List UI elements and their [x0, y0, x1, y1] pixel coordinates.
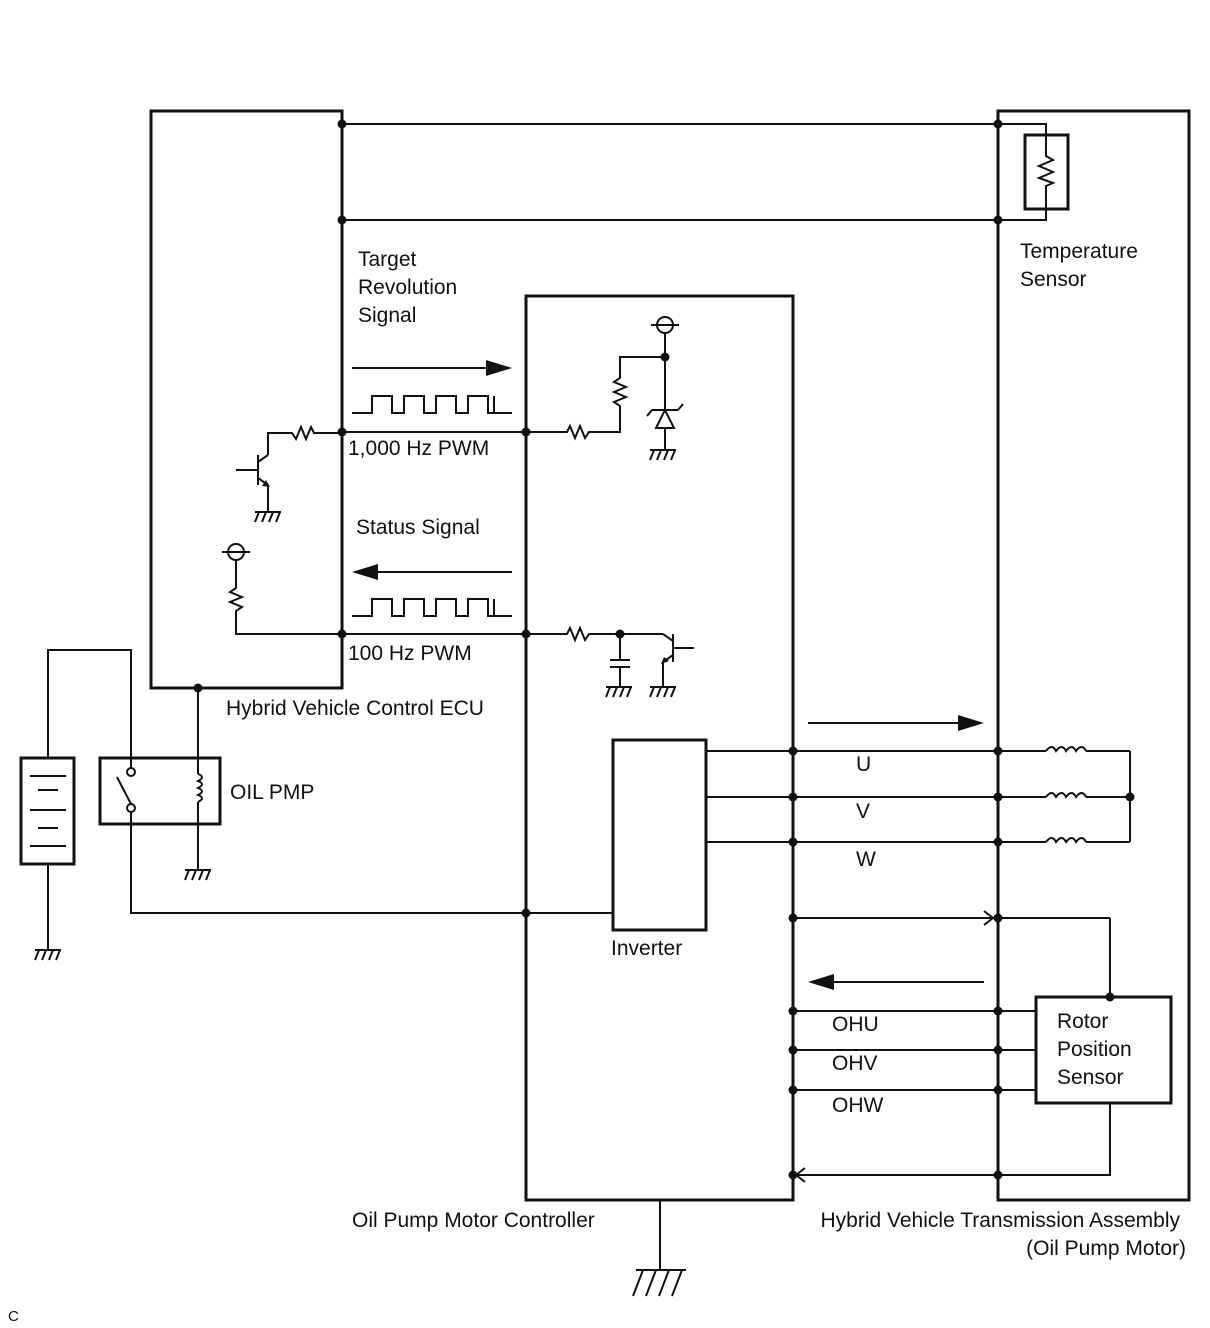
hall-ohv-label: OHV: [832, 1052, 878, 1075]
target-signal-line: [342, 316, 684, 461]
pwm-1000-label: 1,000 Hz PWM: [348, 437, 489, 460]
status-signal-label: Status Signal: [356, 516, 480, 539]
junction-dots: [193, 119, 1135, 1180]
ground-icon: [34, 949, 61, 961]
hall-ohu-label: OHU: [832, 1013, 879, 1036]
ground-icon: [254, 511, 281, 523]
ground-icon: [184, 869, 211, 881]
phase-u-label: U: [856, 753, 871, 776]
motor-winding-w-icon: [1045, 837, 1087, 844]
oil-pmp-relay-box: [98, 756, 222, 826]
corner-code: C: [8, 1308, 19, 1325]
controller-output-transistor: [661, 633, 694, 687]
temperature-sensor-label-line2: Sensor: [1020, 268, 1087, 291]
ecu-input-pullup: [222, 543, 342, 635]
temperature-sensor-label-line1: Temperature: [1020, 240, 1138, 263]
ground-icon: [605, 686, 632, 698]
ground-icon: [632, 1269, 686, 1297]
controller-resistor-1-icon: [563, 423, 593, 441]
inverter-label: Inverter: [611, 937, 682, 960]
relay-output-wire: [130, 812, 613, 914]
pwm-100-waveform-icon: [352, 598, 512, 617]
target-signal-arrow-icon: [352, 360, 512, 376]
motor-phase-wires: [706, 746, 1131, 844]
battery-icon: [30, 775, 66, 847]
temperature-sensor-wires: [342, 123, 1056, 221]
pwm-1000-waveform-icon: [352, 395, 512, 414]
target-signal-label-line3: Signal: [358, 304, 416, 327]
rotor-sensor-label-line1: Rotor: [1057, 1010, 1108, 1033]
transmission-label-line1: Hybrid Vehicle Transmission Assembly: [821, 1209, 1181, 1232]
relay-coil-icon: [195, 688, 203, 870]
target-signal-label-line1: Target: [358, 248, 417, 271]
hall-signal-arrow-icon: [808, 974, 984, 990]
pwm-100-label: 100 Hz PWM: [348, 642, 472, 665]
ground-icon: [649, 449, 676, 461]
motor-winding-u-icon: [1045, 746, 1087, 753]
motor-direction-arrow-icon: [808, 715, 984, 731]
controller-resistor-2-icon: [563, 625, 593, 643]
battery-positive-wire: [47, 649, 132, 768]
ecu-pullup-resistor-icon: [227, 585, 245, 614]
status-signal-line: [342, 625, 694, 698]
rotor-sensor-label-line2: Position: [1057, 1038, 1132, 1061]
relay-contact-icon: [116, 767, 136, 813]
ecu-label: Hybrid Vehicle Control ECU: [226, 697, 484, 720]
temperature-resistor-icon: [1036, 150, 1056, 189]
phase-w-label: W: [856, 848, 876, 871]
power-supply-icon: [222, 543, 250, 561]
controller-label: Oil Pump Motor Controller: [352, 1209, 595, 1232]
ecu-resistor-1-icon: [288, 424, 320, 442]
ecu-output-transistor: [236, 424, 342, 523]
controller-pullup-resistor-icon: [611, 376, 629, 410]
phase-v-label: V: [856, 800, 870, 823]
target-signal-label-line2: Revolution: [358, 276, 457, 299]
capacitor-icon: [610, 659, 630, 668]
inverter-box: [611, 738, 708, 932]
status-signal-arrow-icon: [352, 564, 512, 580]
transmission-label-line2: (Oil Pump Motor): [1026, 1237, 1186, 1260]
motor-winding-v-icon: [1045, 792, 1087, 799]
rotor-sensor-label-line3: Sensor: [1057, 1066, 1124, 1089]
ecu-box: [149, 109, 344, 690]
transmission-box: [996, 109, 1191, 1202]
relay-label: OIL PMP: [230, 781, 314, 804]
power-supply-icon: [651, 316, 679, 334]
hall-ohw-label: OHW: [832, 1094, 884, 1117]
ground-icon: [649, 686, 676, 698]
zener-diode-icon: [646, 403, 684, 450]
